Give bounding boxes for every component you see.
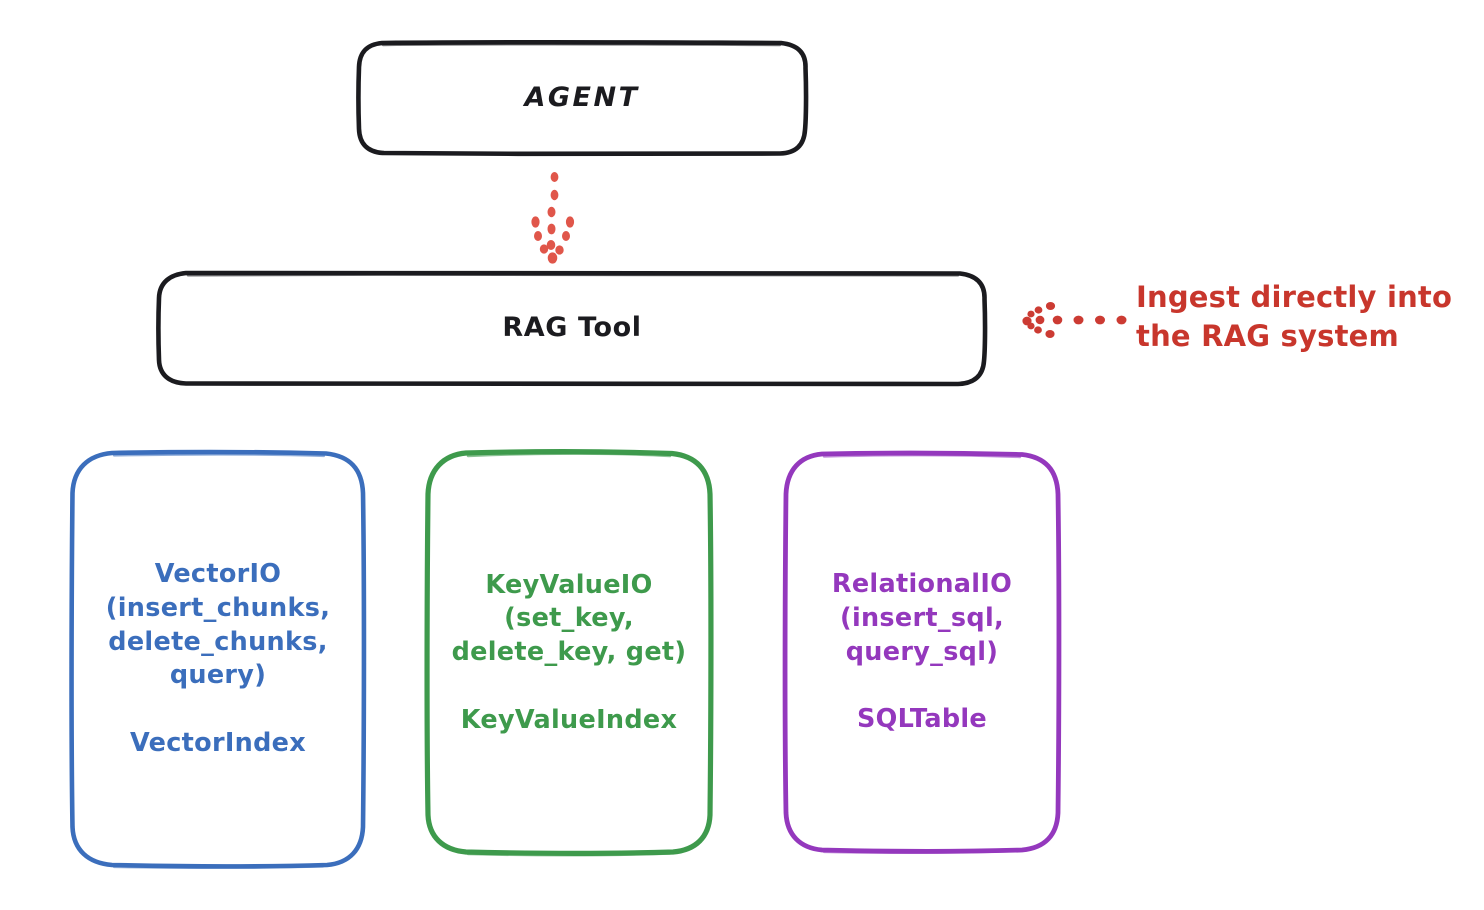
node-key-value-io[interactable]: KeyValueIO (set_key, delete_key, get) Ke… — [424, 449, 714, 857]
node-agent[interactable]: AGENT — [356, 39, 809, 157]
agent-label: AGENT — [524, 82, 640, 114]
annotation-ingest-label: Ingest directly into the RAG system — [1136, 280, 1453, 353]
arrow-agent-to-rag-tool — [531, 172, 575, 264]
vector-io-api-label: VectorIO (insert_chunks, delete_chunks, … — [105, 559, 331, 691]
vector-io-index-label: VectorIndex — [130, 727, 306, 758]
node-rag-tool[interactable]: RAG Tool — [156, 269, 988, 387]
key-value-io-content: KeyValueIO (set_key, delete_key, get) Ke… — [424, 569, 714, 738]
rag-tool-label: RAG Tool — [502, 312, 642, 344]
node-relational-io[interactable]: RelationalIO (insert_sql, query_sql) SQL… — [782, 450, 1062, 855]
relational-io-content: RelationalIO (insert_sql, query_sql) SQL… — [782, 568, 1062, 737]
vector-io-content: VectorIO (insert_chunks, delete_chunks, … — [68, 558, 368, 760]
key-value-io-index-label: KeyValueIndex — [460, 704, 678, 735]
relational-io-index-label: SQLTable — [856, 704, 988, 735]
key-value-io-api-label: KeyValueIO (set_key, delete_key, get) — [451, 569, 687, 667]
node-vector-io[interactable]: VectorIO (insert_chunks, delete_chunks, … — [68, 449, 368, 870]
relational-io-api-label: RelationalIO (insert_sql, query_sql) — [831, 569, 1013, 667]
arrow-ingest-annotation — [1022, 302, 1127, 338]
